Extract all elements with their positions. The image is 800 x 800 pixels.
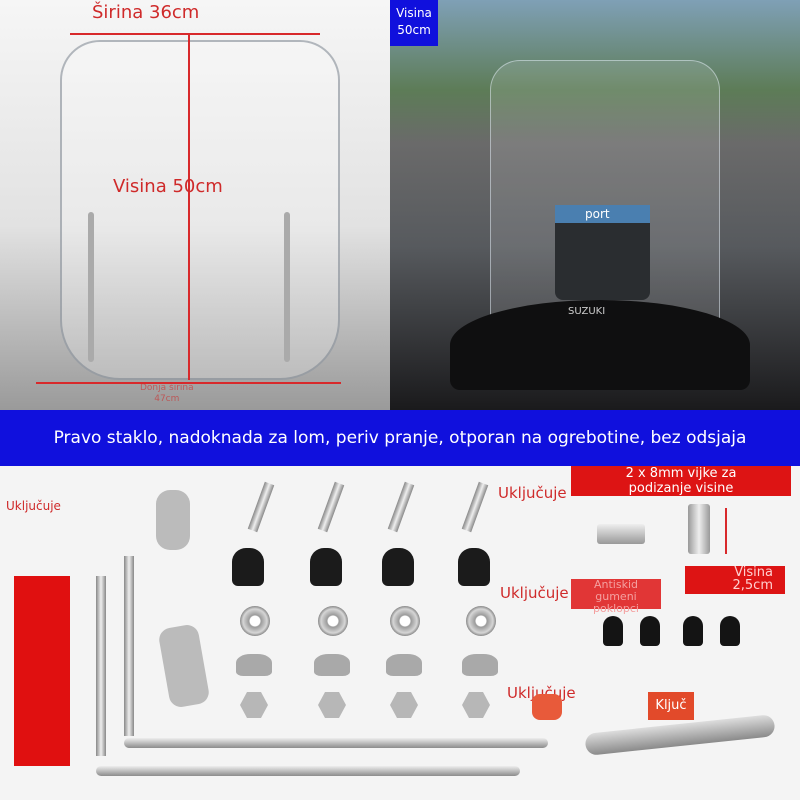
washer — [466, 606, 496, 636]
height-badge-line1: Visina — [396, 6, 432, 20]
hex-nut — [462, 692, 490, 718]
height-badge-line2: 50cm — [397, 23, 431, 37]
l-rod-horizontal — [96, 766, 520, 776]
washer — [390, 606, 420, 636]
mirror-clamp — [156, 490, 190, 550]
wing-nut — [314, 654, 350, 676]
bolts-label-line1: 2 x 8mm vijke za — [625, 466, 737, 481]
washer — [318, 606, 348, 636]
height-label-line2: 2,5cm — [732, 578, 774, 593]
l-rod-vertical — [96, 576, 106, 756]
rubber-cap — [683, 616, 703, 646]
wing-nut — [462, 654, 498, 676]
console-box: port — [555, 205, 650, 300]
rubber-cap — [640, 616, 660, 646]
washer — [240, 606, 270, 636]
height-label-line1: Visina — [734, 565, 773, 580]
height-badge: Visina 50cm — [390, 0, 438, 46]
bolts-label-line2: podizanje visine — [628, 481, 734, 496]
hex-nut — [318, 692, 346, 718]
rubber-pad — [232, 548, 264, 586]
red-block — [14, 576, 70, 766]
height-dimension-marker — [725, 508, 727, 554]
bottom-width-text: Donja širina — [140, 383, 194, 393]
feature-banner-text: Pravo staklo, nadoknada za lom, periv pr… — [53, 428, 747, 448]
parts-kit-photo: Uključuje Uključuje Uključuje Uključuje … — [0, 466, 800, 800]
screw — [317, 481, 345, 533]
feature-banner: Pravo staklo, nadoknada za lom, periv pr… — [0, 410, 800, 466]
screw — [247, 481, 275, 533]
wing-nut — [386, 654, 422, 676]
hex-nut — [390, 692, 418, 718]
includes-label-3: Uključuje — [500, 584, 569, 602]
windshield — [60, 40, 340, 380]
bottom-width-label: Donja širina 47cm — [140, 383, 194, 405]
caps-label-line3: poklopci — [593, 602, 639, 615]
width-dimension-line — [70, 33, 320, 35]
width-label: Širina 36cm — [92, 2, 200, 23]
includes-label-2: Uključuje — [498, 484, 567, 502]
caps-label: Antiskid gumeni poklopci — [571, 578, 661, 615]
l-rod-vertical — [124, 556, 134, 736]
scooter-front — [450, 300, 750, 390]
rubber-cap — [720, 616, 740, 646]
bent-bracket — [157, 623, 211, 709]
wrench — [584, 714, 776, 756]
wing-nut — [236, 654, 272, 676]
bolts-label: 2 x 8mm vijke za podizanje visine — [571, 466, 791, 496]
screw — [387, 481, 415, 533]
height-bolt — [597, 524, 645, 544]
console-brand: port — [555, 205, 650, 223]
height-bolt — [688, 504, 710, 554]
caps-label-line2: gumeni — [595, 590, 637, 603]
scooter-brand: SUZUKI — [568, 306, 606, 317]
screw — [461, 481, 489, 533]
wrench-label: Ključ — [648, 692, 694, 720]
scooter-installed-photo: Visina 50cm port SUZUKI — [390, 0, 800, 410]
height-label: Visina 50cm — [113, 176, 223, 197]
hex-nut — [240, 692, 268, 718]
l-rod-horizontal — [124, 738, 548, 748]
includes-label-1: Uključuje — [6, 499, 61, 513]
caps-label-line1: Antiskid — [593, 578, 638, 591]
left-bracket — [88, 212, 94, 362]
bottom-width-dimension-line — [36, 382, 341, 384]
rubber-cap — [603, 616, 623, 646]
height-dimension-line — [188, 35, 190, 380]
height-label-box: Visina 2,5cm — [685, 566, 785, 594]
bottom-width-value: 47cm — [154, 394, 180, 404]
small-part — [532, 694, 562, 720]
rubber-pad — [310, 548, 342, 586]
rubber-pad — [458, 548, 490, 586]
right-bracket — [284, 212, 290, 362]
windshield-product-photo: Širina 36cm Visina 50cm Donja širina 47c… — [0, 0, 390, 410]
rubber-pad — [382, 548, 414, 586]
